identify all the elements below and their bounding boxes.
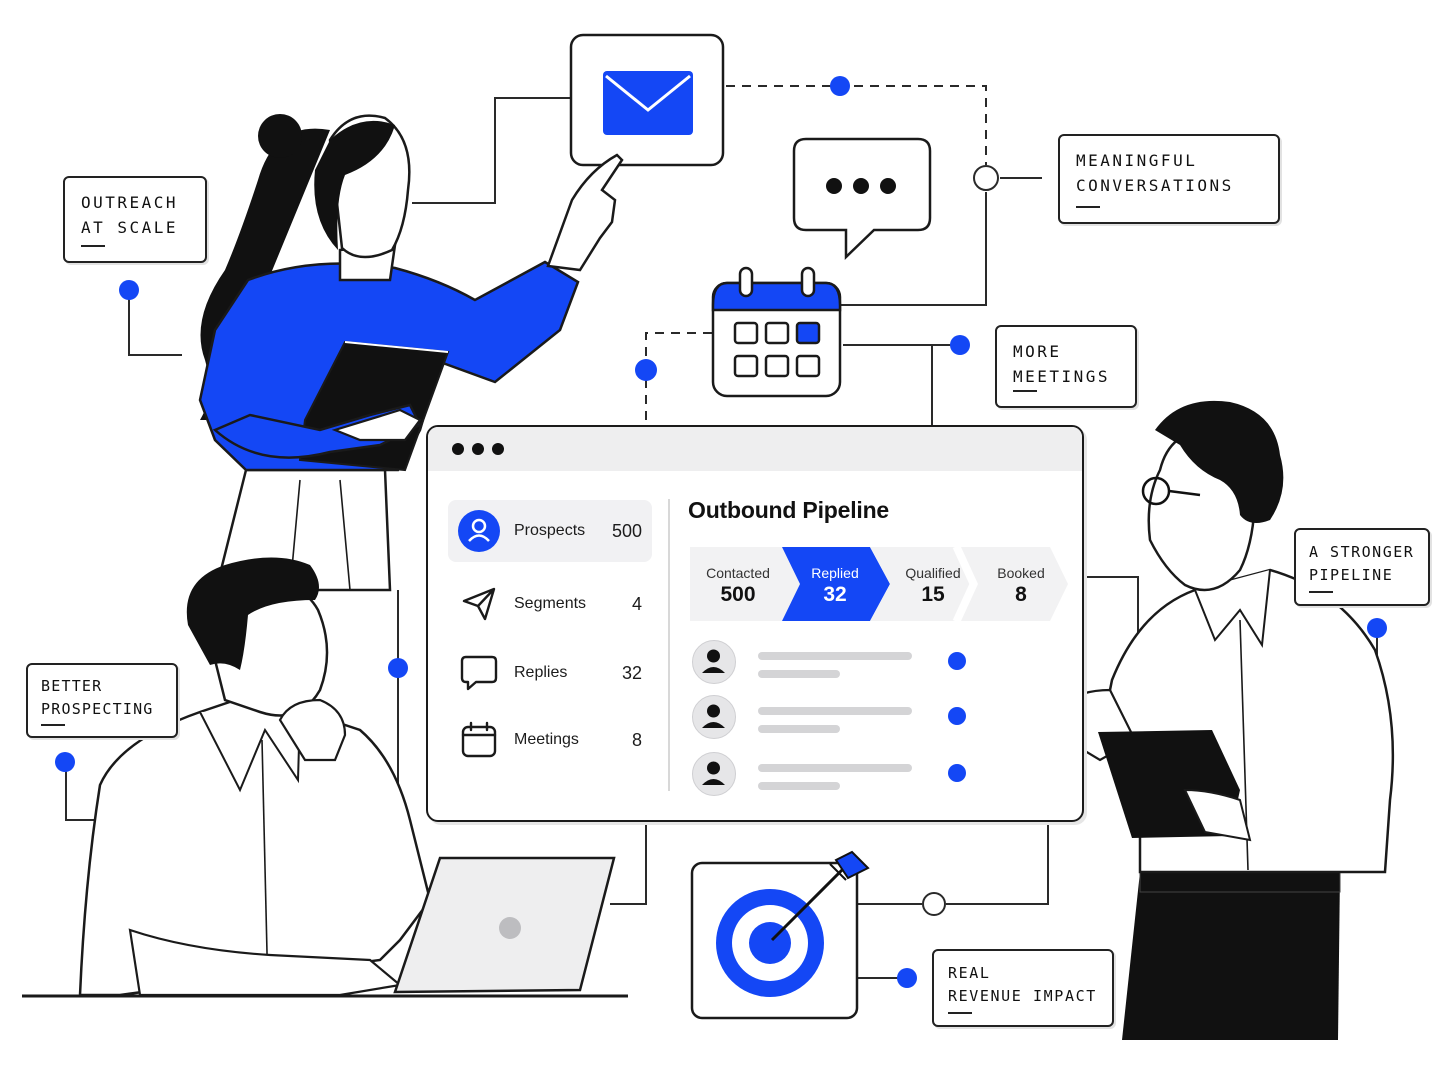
- row-text-placeholder: [758, 764, 912, 772]
- page-title: Outbound Pipeline: [688, 497, 890, 523]
- tag-text: AT SCALE: [81, 218, 179, 237]
- tag-text: MEANINGFUL: [1076, 151, 1198, 170]
- tag-text: BETTER: [41, 677, 103, 695]
- stage-replied[interactable]: Replied 32: [790, 547, 880, 619]
- window-control-dot[interactable]: [472, 443, 484, 455]
- sidebar-item-count: 4: [631, 593, 642, 614]
- chat-icon: [458, 652, 500, 694]
- stage-contacted[interactable]: Contacted 500: [692, 547, 784, 619]
- row-text-placeholder: [758, 670, 840, 678]
- send-icon: [458, 583, 500, 625]
- tag-text: REAL: [948, 964, 991, 982]
- calendar-icon: [711, 266, 842, 398]
- chat-bubble-icon: [792, 137, 932, 260]
- status-dot: [948, 764, 966, 782]
- stage-qualified[interactable]: Qualified 15: [888, 547, 978, 619]
- status-dot: [948, 652, 966, 670]
- stage-value: 500: [720, 583, 756, 606]
- stage-shape-qualified: [870, 547, 972, 621]
- sidebar-item-prospects[interactable]: Prospects 500: [448, 500, 652, 562]
- row-text-placeholder: [758, 707, 912, 715]
- sidebar-item-meetings[interactable]: Meetings 8: [448, 709, 652, 771]
- user-circle-icon: [458, 510, 500, 552]
- sidebar-item-count: 32: [621, 662, 642, 683]
- seated-man-figure: [22, 557, 628, 998]
- sidebar-item-count: 500: [611, 520, 642, 541]
- sidebar-item-replies[interactable]: Replies 32: [448, 642, 652, 704]
- sidebar-item-label: Prospects: [514, 522, 586, 539]
- status-dot: [948, 707, 966, 725]
- tag-underline: [81, 245, 105, 247]
- avatar: [692, 695, 736, 739]
- stage-label: Replied: [811, 565, 859, 581]
- tag-conversations: MEANINGFUL CONVERSATIONS: [1058, 134, 1280, 224]
- tag-revenue: REAL REVENUE IMPACT: [932, 949, 1114, 1027]
- row-text-placeholder: [758, 725, 840, 733]
- tag-outreach: OUTREACH AT SCALE: [63, 176, 207, 263]
- sidebar-item-label: Segments: [514, 595, 587, 612]
- tag-underline: [1309, 591, 1333, 593]
- tag-prospecting: BETTER PROSPECTING: [26, 663, 178, 738]
- sidebar-item-segments[interactable]: Segments 4: [448, 573, 652, 635]
- tag-text: PIPELINE: [1309, 566, 1394, 584]
- tag-text: REVENUE IMPACT: [948, 987, 1097, 1005]
- tag-text: MORE: [1013, 342, 1062, 361]
- stage-shape-booked: [961, 547, 1068, 621]
- avatar: [692, 640, 736, 684]
- stage-shape-contacted: [690, 547, 800, 621]
- tag-text: OUTREACH: [81, 193, 179, 212]
- stage-value: 8: [1015, 583, 1027, 606]
- row-text-placeholder: [758, 782, 840, 790]
- tag-text: CONVERSATIONS: [1076, 176, 1234, 195]
- stage-booked[interactable]: Booked 8: [976, 547, 1066, 619]
- stage-value: 15: [921, 583, 945, 606]
- sidebar-item-label: Replies: [514, 664, 568, 681]
- tag-underline: [1076, 206, 1100, 208]
- sidebar-item-label: Meetings: [514, 731, 579, 748]
- window-title-bar: [428, 427, 1082, 471]
- row-text-placeholder: [758, 652, 912, 660]
- sidebar-item-count: 8: [631, 729, 642, 750]
- tag-text: A STRONGER: [1309, 543, 1415, 561]
- avatar: [692, 752, 736, 796]
- stage-label: Contacted: [706, 565, 770, 581]
- sidebar-divider: [668, 499, 670, 791]
- target-icon: [690, 850, 870, 1020]
- pipeline-stage-chevrons: [690, 547, 1068, 621]
- window-control-dot[interactable]: [452, 443, 464, 455]
- calendar-icon: [458, 719, 500, 761]
- tag-underline: [1013, 390, 1037, 392]
- stage-shape-replied: [782, 547, 890, 621]
- tag-underline: [948, 1012, 972, 1014]
- pipeline-app-window: Prospects 500 Segments 4 Replies 32 Meet…: [426, 425, 1084, 822]
- tag-text: MEETINGS: [1013, 367, 1111, 386]
- tag-underline: [41, 724, 65, 726]
- stage-value: 32: [823, 583, 847, 606]
- standing-man-figure: [988, 400, 1395, 1040]
- window-control-dot[interactable]: [492, 443, 504, 455]
- tag-pipeline: A STRONGER PIPELINE: [1294, 528, 1430, 606]
- tag-meetings: MORE MEETINGS: [995, 325, 1137, 408]
- woman-figure: [198, 114, 624, 592]
- stage-label: Booked: [997, 565, 1045, 581]
- tag-text: PROSPECTING: [41, 700, 154, 718]
- stage-label: Qualified: [905, 565, 961, 581]
- envelope-icon: [569, 33, 725, 167]
